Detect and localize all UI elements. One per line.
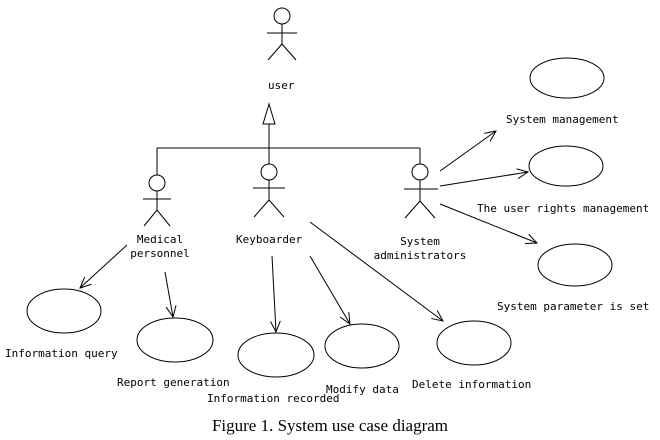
assoc-keyboarder-delete-information <box>309 221 443 321</box>
assoc-medical-information-query <box>80 244 128 288</box>
assoc-keyboarder-information-recorded <box>272 255 276 332</box>
assoc-medical-report-generation <box>164 271 173 317</box>
actor-keyboarder-label: Keyboarder <box>236 233 303 246</box>
generalization-arrowhead <box>262 102 276 125</box>
generalization-connector <box>156 124 421 175</box>
usecase-information-query-label: Information query <box>5 347 118 360</box>
usecase-user-rights-label: The user rights management <box>477 202 650 215</box>
assoc-sysadmin-system-management <box>439 131 496 172</box>
usecase-modify-data-ellipse <box>324 323 400 369</box>
actor-sysadmin-label: System administrators <box>373 235 467 262</box>
usecase-report-generation-ellipse <box>136 317 214 363</box>
assoc-sysadmin-system-parameter <box>439 203 537 243</box>
actor-keyboarder-figure <box>253 163 285 218</box>
usecase-delete-information-ellipse <box>436 320 512 366</box>
actor-sysadmin-figure <box>404 163 438 219</box>
usecase-system-management-label: System management <box>506 113 619 126</box>
usecase-modify-data-label: Modify data <box>326 383 399 396</box>
usecase-user-rights-ellipse <box>528 145 604 187</box>
actor-user-label: user <box>268 79 295 92</box>
usecase-information-query-ellipse <box>26 288 102 334</box>
actor-user-figure <box>267 7 297 61</box>
usecase-system-parameter-label: System parameter is set <box>497 300 650 313</box>
usecase-report-generation-label: Report generation <box>117 376 230 389</box>
assoc-sysadmin-user-rights <box>439 172 528 187</box>
usecase-information-recorded-label: Information recorded <box>207 392 340 405</box>
usecase-information-recorded-ellipse <box>237 332 315 378</box>
actor-medical-figure <box>143 174 171 227</box>
assoc-keyboarder-modify-data <box>309 255 350 324</box>
figure-caption: Figure 1. System use case diagram <box>211 416 449 435</box>
usecase-system-parameter-ellipse <box>537 243 613 287</box>
usecase-delete-information-label: Delete information <box>412 378 532 391</box>
usecase-system-management-ellipse <box>529 57 605 99</box>
actor-medical-label: Medical personnel <box>130 233 190 260</box>
